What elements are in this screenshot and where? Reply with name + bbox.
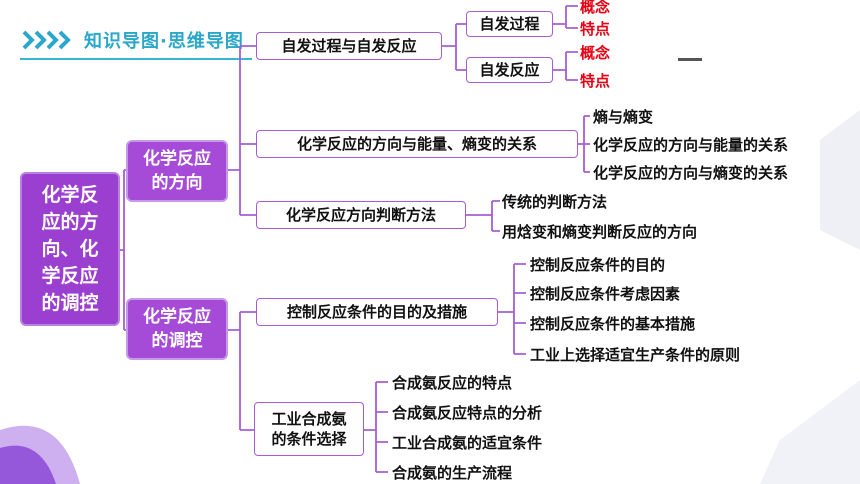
- root-node: 化学反 应的方 向、化 学反应 的调控: [20, 172, 120, 326]
- leaf-ammonia-process: 合成氨的生产流程: [392, 464, 513, 482]
- leaf-ammonia-analysis: 合成氨反应特点的分析: [392, 404, 543, 422]
- node-judgement: 化学反应方向判断方法: [256, 201, 466, 229]
- section-header: 知识导图·思维导图: [22, 24, 244, 56]
- node-spontaneous-process: 自发过程: [466, 11, 553, 37]
- leaf-process-concept: 概念: [580, 0, 611, 16]
- leaf-ammonia-conditions: 工业合成氨的适宜条件: [392, 434, 543, 452]
- node-energy-entropy-label: 化学反应的方向与能量、熵变的关系: [296, 135, 537, 153]
- node-reaction-direction: 化学反应 的方向: [126, 140, 228, 202]
- node-reaction-regulation-line-1: 化学反应: [143, 307, 211, 327]
- leaf-direction-energy: 化学反应的方向与能量的关系: [593, 136, 789, 154]
- node-conditions: 控制反应条件的目的及措施: [256, 298, 498, 326]
- header-underline: [20, 58, 252, 60]
- node-conditions-label: 控制反应条件的目的及措施: [286, 303, 467, 321]
- node-ammonia: 工业合成氨 的条件选择: [254, 402, 364, 456]
- leaf-condition-measures: 控制反应条件的基本措施: [530, 315, 696, 333]
- node-energy-entropy: 化学反应的方向与能量、熵变的关系: [256, 130, 578, 158]
- node-judgement-label: 化学反应方向判断方法: [285, 206, 436, 224]
- node-spontaneous-label: 自发过程与自发反应: [281, 37, 417, 55]
- node-reaction-regulation-line-2: 的调控: [151, 331, 203, 351]
- leaf-ammonia-features: 合成氨反应的特点: [392, 374, 513, 392]
- root-line-2: 应的方: [41, 210, 99, 233]
- leaf-direction-entropy: 化学反应的方向与熵变的关系: [593, 164, 789, 182]
- node-reaction-regulation: 化学反应 的调控: [126, 298, 228, 360]
- leaf-process-feature: 特点: [580, 20, 611, 38]
- leaf-enthalpy-entropy-method: 用焓变和熵变判断反应的方向: [502, 223, 698, 241]
- node-ammonia-line-2: 的条件选择: [271, 430, 347, 448]
- leaf-reaction-feature: 特点: [580, 72, 611, 90]
- root-line-3: 向、化: [41, 237, 99, 260]
- leaf-condition-purpose: 控制反应条件的目的: [530, 256, 666, 274]
- root-line-4: 学反应: [41, 264, 99, 287]
- leaf-reaction-concept: 概念: [580, 44, 611, 62]
- leaf-industrial-principle: 工业上选择适宜生产条件的原则: [530, 346, 741, 364]
- header-title: 知识导图·思维导图: [84, 31, 244, 52]
- chevron-arrows-icon: [22, 29, 78, 51]
- root-line-5: 的调控: [41, 291, 99, 314]
- node-ammonia-line-1: 工业合成氨: [271, 410, 347, 428]
- root-line-1: 化学反: [41, 183, 99, 206]
- node-spontaneous-process-label: 自发过程: [479, 15, 540, 33]
- node-reaction-direction-line-2: 的方向: [151, 173, 203, 193]
- node-spontaneous-reaction: 自发反应: [466, 57, 553, 83]
- leaf-entropy: 熵与熵变: [593, 108, 654, 126]
- node-reaction-direction-line-1: 化学反应: [143, 149, 211, 169]
- leaf-condition-factors: 控制反应条件考虑因素: [530, 285, 681, 303]
- node-spontaneous-reaction-label: 自发反应: [479, 61, 540, 79]
- node-spontaneous: 自发过程与自发反应: [256, 32, 442, 60]
- leaf-traditional-method: 传统的判断方法: [502, 193, 608, 211]
